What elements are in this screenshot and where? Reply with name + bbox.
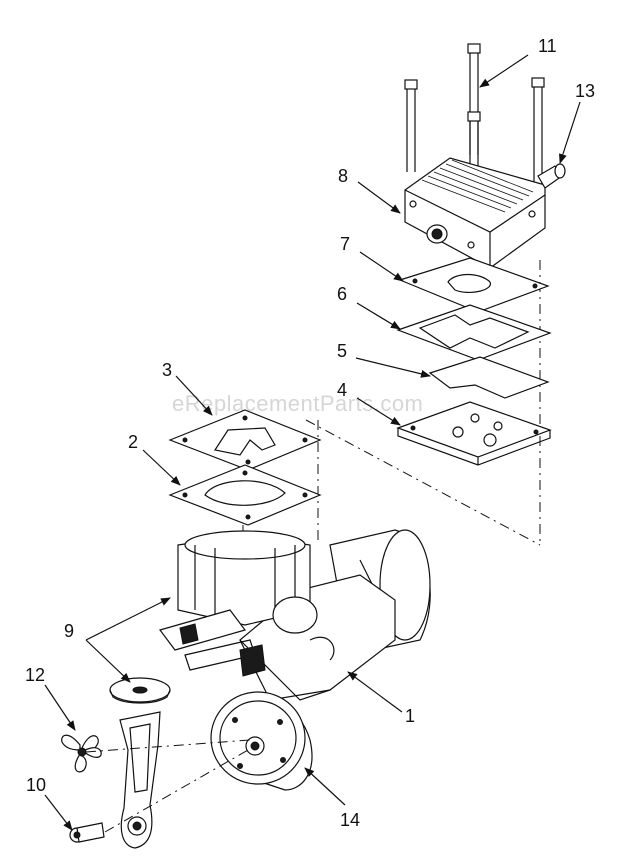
fan-12	[61, 734, 102, 773]
callout-6: 6	[337, 284, 347, 304]
callout-7: 7	[340, 234, 350, 254]
callout-8: 8	[338, 166, 348, 186]
callout-1: 1	[405, 706, 415, 726]
callout-11: 11	[538, 36, 557, 56]
callout-2: 2	[128, 432, 138, 452]
callout-5: 5	[337, 341, 347, 361]
callout-14: 14	[340, 810, 360, 830]
callouts: 11 13 8 7 6 5 4 3 2 9 12 1 10 14	[25, 36, 595, 830]
valve-gasket-6	[396, 304, 552, 361]
lower-alignment-lines	[85, 739, 251, 833]
gasket-3	[168, 409, 322, 471]
pulley-14	[210, 691, 313, 791]
callout-4: 4	[337, 380, 347, 400]
reed-valve-5	[428, 356, 550, 399]
fitting	[537, 163, 566, 189]
leader-lines	[44, 54, 581, 831]
valve-plate-4	[396, 401, 552, 466]
callout-12: 12	[25, 665, 45, 685]
watermark: eReplacementParts.com	[172, 391, 423, 416]
callout-13: 13	[575, 81, 595, 101]
compressor-body	[158, 529, 431, 701]
bolt-10	[69, 822, 105, 843]
piston-rod-9	[109, 677, 171, 849]
cylinder-head	[404, 157, 546, 269]
gasket-2	[168, 464, 322, 526]
head-bolts	[404, 43, 545, 210]
gasket-7	[398, 257, 550, 313]
callout-10: 10	[26, 775, 46, 795]
callout-3: 3	[162, 360, 172, 380]
callout-9: 9	[64, 621, 74, 641]
